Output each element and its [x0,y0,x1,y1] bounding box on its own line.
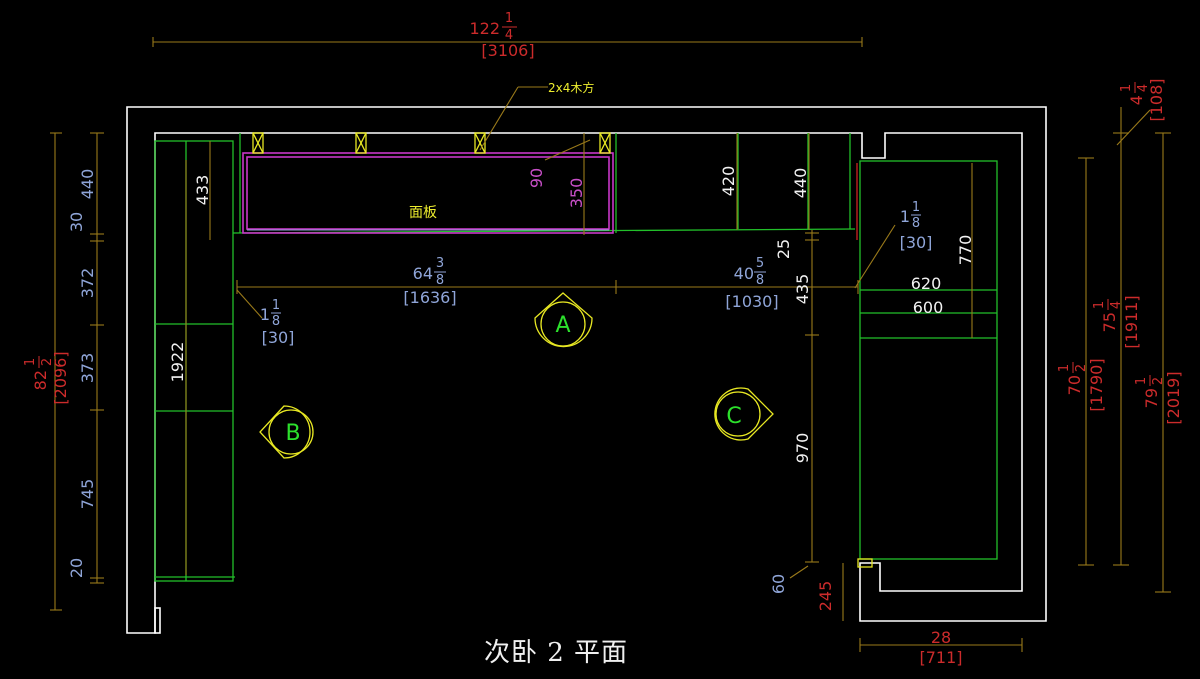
view-label-b: B [285,421,300,446]
dim-left-30: 30 [67,212,86,232]
svg-text:[30]: [30] [900,233,933,252]
svg-text:4: 4 [1109,301,1124,309]
dim-left-745: 745 [78,479,97,510]
dim-bottom-28: 28 [931,628,951,647]
svg-text:122: 122 [469,19,500,38]
dim-bottom-711: [711] [919,648,962,667]
svg-text:1: 1 [272,298,280,313]
svg-text:82: 82 [31,370,50,390]
dim-350: 350 [567,178,586,209]
dim-small-left: 1 1 8 [30] [260,298,295,347]
dim-90: 90 [527,168,546,188]
svg-text:64: 64 [413,264,433,283]
dim-right-outer-2: 75 1 4 [1911] [1092,295,1141,348]
svg-text:4: 4 [1127,95,1146,105]
dim-440: 440 [791,168,810,199]
view-label-c: C [726,404,741,429]
dim-small-right: 1 1 8 [30] [900,200,933,252]
dim-420: 420 [719,166,738,197]
svg-text:1: 1 [1092,301,1107,309]
plan-title: 次卧 2 平面 [484,638,628,668]
panel-label: 面板 [409,205,437,221]
view-marker-c: C [714,387,774,441]
svg-text:1: 1 [900,207,910,226]
svg-text:1: 1 [1057,364,1072,372]
view-label-a: A [555,313,570,338]
svg-text:[1636]: [1636] [403,288,456,307]
svg-text:4: 4 [1136,84,1151,92]
dim-mid-left: 64 3 8 [1636] [403,256,456,307]
dim-600: 600 [913,298,944,317]
dim-left-440: 440 [78,169,97,200]
dim-25: 25 [774,239,793,259]
svg-text:8: 8 [756,273,764,288]
svg-text:[1790]: [1790] [1087,358,1106,411]
dim-970: 970 [793,433,812,464]
svg-text:5: 5 [756,256,764,271]
svg-text:[30]: [30] [262,328,295,347]
svg-text:[3106]: [3106] [481,41,534,60]
dim-left-20: 20 [67,558,86,578]
dim-right-outer-1: 70 1 2 [1790] [1057,358,1106,411]
callout-material: 2x4木方 [548,80,594,95]
svg-text:2: 2 [1074,364,1089,372]
svg-text:[2096]: [2096] [51,351,70,404]
dim-435: 435 [793,274,812,305]
svg-text:[1030]: [1030] [725,292,778,311]
svg-text:8: 8 [272,314,280,329]
dim-433: 433 [193,175,212,206]
dimension-lines [50,37,1171,652]
left-cabinet [154,140,234,582]
view-marker-a: A [534,292,593,348]
wood-blocks [252,132,611,154]
svg-text:[2019]: [2019] [1164,371,1183,424]
svg-text:3: 3 [436,256,444,271]
svg-text:4: 4 [505,28,513,43]
dim-left-outer: 82 1 2 [2096] [23,351,70,404]
dim-mid-right: 40 5 8 [1030] [725,256,778,311]
dim-right-outer-3: 79 1 2 [2019] [1134,371,1183,424]
panel-frame [242,152,614,234]
svg-text:1: 1 [1134,377,1149,385]
svg-text:8: 8 [436,273,444,288]
right-unit [859,160,998,560]
dim-top-right-small: 4 1 4 [108] [1119,78,1166,121]
dim-left-373: 373 [78,353,97,384]
dim-overall-width: 122 1 4 [3106] [469,11,534,60]
dim-left-372: 372 [78,268,97,299]
svg-text:1: 1 [505,11,513,26]
svg-text:70: 70 [1065,375,1084,395]
svg-text:75: 75 [1100,312,1119,332]
dim-1922: 1922 [168,342,187,383]
walls [126,106,1047,634]
svg-text:[1911]: [1911] [1122,295,1141,348]
door-stop [857,558,873,568]
outer-wall [126,106,1047,634]
dim-60: 60 [769,574,788,594]
svg-text:1: 1 [912,200,920,215]
view-marker-b: B [259,405,314,459]
svg-text:8: 8 [912,216,920,231]
svg-text:1: 1 [260,305,270,324]
svg-text:79: 79 [1142,388,1161,408]
svg-text:40: 40 [734,264,754,283]
svg-text:2: 2 [40,358,55,366]
dim-245: 245 [816,581,835,612]
svg-text:[108]: [108] [1147,78,1166,121]
svg-text:2: 2 [1151,377,1166,385]
door-jamb [154,607,161,634]
dim-620: 620 [911,274,942,293]
svg-text:1: 1 [23,358,38,366]
svg-text:1: 1 [1119,84,1134,92]
dim-770: 770 [956,235,975,266]
